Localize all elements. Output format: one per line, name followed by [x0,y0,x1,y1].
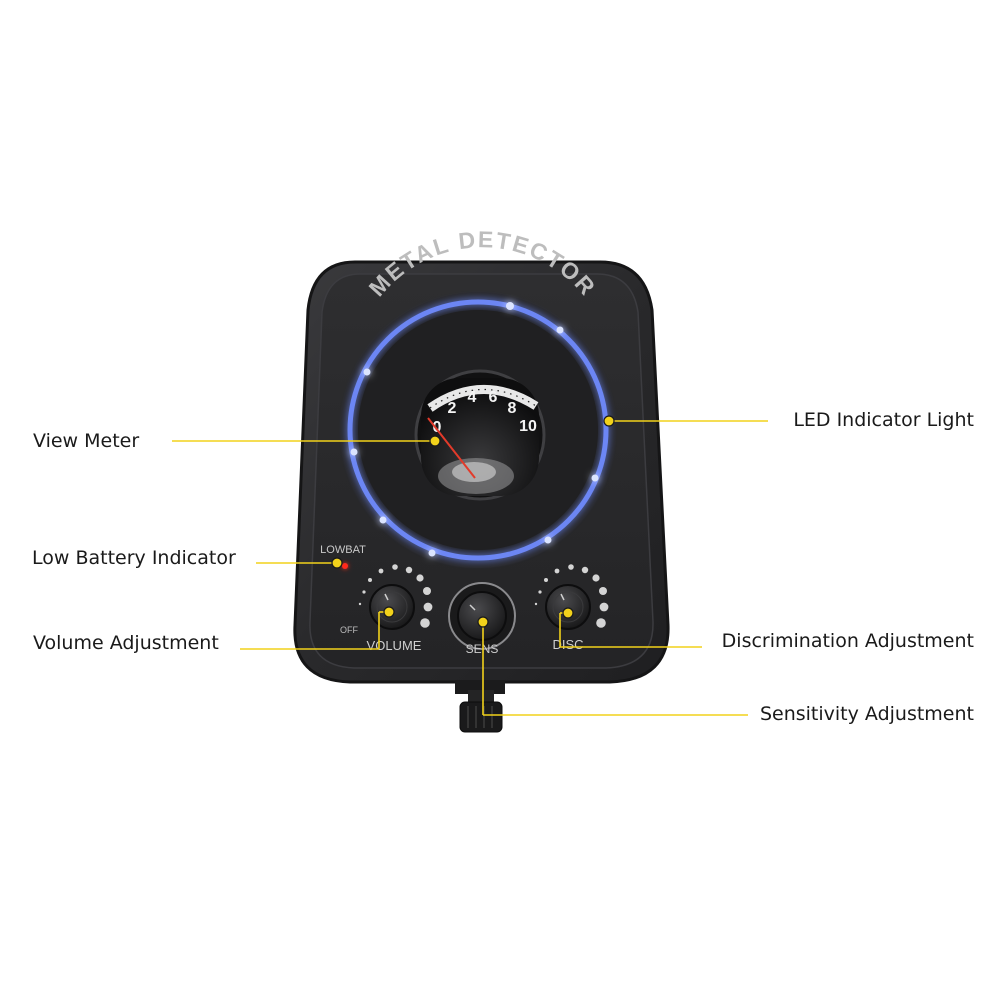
meter-tick-2: 2 [448,400,457,417]
off-label: OFF [340,625,358,635]
mount-bracket [455,680,505,733]
sens-label: SENS [466,642,499,656]
sensitivity-knob[interactable] [448,582,516,650]
callout-lines [172,420,768,716]
meter-needle [427,417,476,479]
lowbat-led [342,563,348,569]
callout-label-sensitivity: Sensitivity Adjustment [759,703,974,725]
meter-tick-8: 8 [508,400,517,417]
meter-tick-4: 4 [468,389,477,406]
volume-scale-dots [358,564,433,628]
disc-label: DISC [552,637,583,652]
callout-label-view-meter: View Meter [33,430,140,452]
callout-dot-low-battery [331,557,343,569]
callout-label-discrimination: Discrimination Adjustment [721,630,974,652]
callout-dot-disc [562,607,574,619]
callout-label-low-battery: Low Battery Indicator [32,547,236,569]
callout-dot-sens [477,616,489,628]
callout-dot-view-meter [429,435,441,447]
discrimination-knob[interactable] [545,584,591,630]
meter-tick-0: 0 [433,419,442,436]
callout-dot-volume [383,606,395,618]
led-spots [350,302,599,557]
volume-label: VOLUME [367,638,422,653]
meter-tick-10: 10 [519,418,537,435]
callout-dot-led [603,415,615,427]
disc-scale-dots [534,564,609,628]
view-meter: 0 2 4 6 8 10 [414,369,546,501]
lowbat-label: LOWBAT [320,544,366,556]
callout-label-led: LED Indicator Light [793,409,974,431]
callout-label-volume: Volume Adjustment [33,632,219,654]
led-indicator-ring [347,299,609,561]
meter-tick-6: 6 [489,389,498,406]
callout-dots [331,415,615,628]
volume-knob[interactable] [369,584,415,630]
